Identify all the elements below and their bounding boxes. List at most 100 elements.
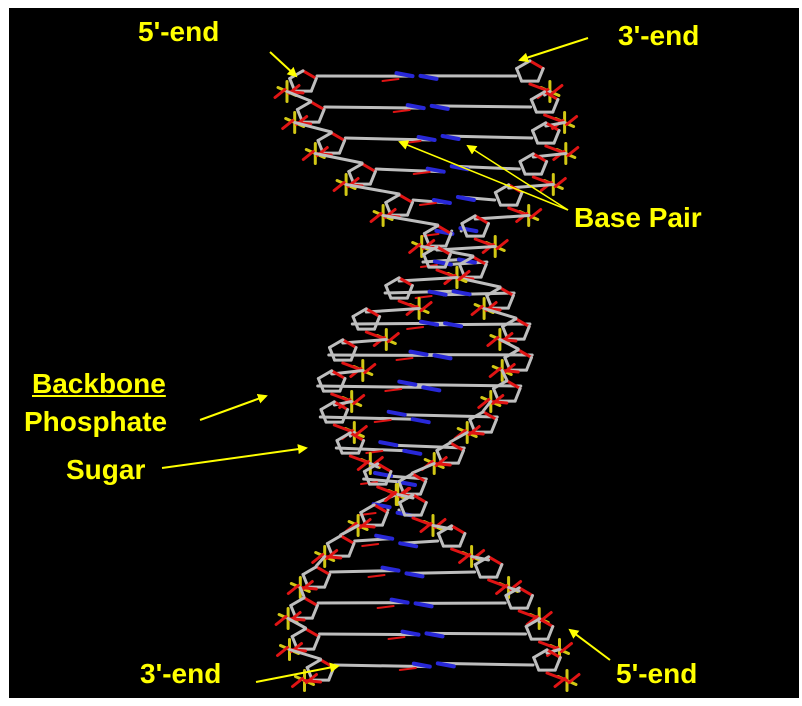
base-pair-nitrogen [451, 289, 472, 297]
backbone-sugar-strand-b [473, 214, 490, 225]
backbone-link-strand-a [323, 555, 343, 560]
backbone-sugar-strand-b [529, 90, 547, 101]
backbone-sugar-strand-a [310, 604, 319, 620]
backbone-sugar-strand-b [341, 408, 350, 424]
backbone-link-strand-b [435, 245, 497, 252]
backbone-sugar-strand-b [349, 346, 358, 362]
backbone-sugar-strand-b [384, 284, 393, 300]
backbone-sugar-strand-b [473, 555, 491, 566]
backbone-link-strand-a [482, 307, 518, 320]
backbone-link-strand-a [432, 462, 452, 467]
backbone-sugar-strand-b [518, 160, 527, 176]
backbone-link-strand-a [314, 555, 327, 568]
label-backbone: Backbone [32, 368, 166, 399]
backbone-sugar-strand-a [525, 356, 533, 372]
backbone-sugar-strand-b [357, 439, 366, 455]
backbone-sugar-strand-a [380, 511, 389, 527]
base-pair-nitrogen [424, 631, 445, 639]
backbone-link-strand-a [285, 90, 313, 103]
base-pair-nitrogen [389, 597, 410, 605]
backbone-sugar-strand-a [471, 255, 488, 266]
backbone-sugar-strand-b [504, 586, 521, 597]
base-pair-bond [362, 477, 403, 484]
backbone-sugar-strand-a [405, 201, 414, 217]
backbone-sugar-strand-a [325, 534, 343, 545]
label-sugar: Sugar [66, 454, 146, 485]
backbone-link-strand-b [473, 214, 531, 221]
base-pair-oxygen [373, 419, 392, 423]
backbone-sugar-strand-b [517, 586, 534, 597]
base-pair-bond [432, 104, 533, 109]
backbone-sugar-strand-b [524, 617, 541, 628]
base-pair-oxygen [381, 78, 400, 82]
backbone-sugar-strand-b [362, 470, 371, 486]
backbone-sugar-strand-a [397, 193, 414, 204]
backbone-link-strand-a [500, 369, 509, 382]
backbone-sugar-strand-a [444, 232, 453, 248]
backbone-sugar-strand-a [481, 410, 498, 421]
backbone-sugar-strand-b [436, 524, 454, 535]
backbone-sugar-strand-b [362, 462, 380, 473]
base-pair-nitrogen [380, 565, 401, 573]
base-pair-nitrogen [427, 289, 448, 297]
backbone-sugar-strand-a [304, 627, 321, 638]
backbone-sugar-strand-b [376, 462, 393, 473]
base-pair-nitrogen [431, 198, 452, 205]
backbone-link-strand-b [332, 423, 356, 434]
backbone-sugar-strand-a [301, 69, 318, 80]
backbone-phosphate-strand-b [565, 115, 579, 126]
base-pair-bond [383, 289, 458, 295]
backbone-sugar-strand-a [290, 627, 307, 638]
base-pair-bond [442, 291, 516, 297]
backbone-sugar-strand-b [543, 90, 560, 101]
base-pair-nitrogen [455, 195, 476, 202]
backbone-sugar-strand-b [332, 400, 350, 411]
backbone-sugar-strand-b [504, 594, 513, 610]
backbone-sugar-strand-b [515, 59, 532, 70]
backbone-phosphate-strand-a [477, 398, 491, 409]
backbone-sugar-strand-a [479, 263, 488, 279]
backbone-sugar-strand-b [398, 493, 415, 504]
base-pair-bond [411, 383, 523, 388]
base-pair-nitrogen [378, 440, 399, 448]
arrow-top-left-5-end [269, 51, 298, 78]
backbone-link-strand-a [498, 338, 520, 351]
backbone-phosphate-strand-b [354, 425, 368, 436]
backbone-sugar-strand-a [410, 472, 428, 483]
base-pair-nitrogen [402, 448, 423, 456]
backbone-sugar-strand-a [456, 449, 465, 465]
backbone-sugar-strand-a [384, 193, 401, 204]
base-pair-nitrogen [413, 601, 434, 609]
backbone-sugar-strand-b [531, 121, 548, 132]
helix-structure [273, 59, 581, 692]
backbone-link-strand-a [293, 121, 333, 134]
base-pair-bond [407, 570, 477, 575]
backbone-phosphate-strand-a [281, 119, 295, 130]
backbone-link-strand-a [381, 214, 440, 227]
backbone-link-strand-a [303, 679, 322, 684]
backbone-link-strand-a [356, 524, 376, 529]
backbone-phosphate-strand-a [332, 181, 346, 192]
backbone-phosphate-strand-b [566, 146, 580, 157]
backbone-phosphate-strand-a [488, 367, 502, 378]
backbone-sugar-strand-b [316, 377, 325, 393]
backbone-sugar-strand-a [347, 162, 364, 173]
base-pair-oxygen [406, 326, 425, 330]
backbone-link-strand-a [500, 369, 520, 374]
backbone-phosphate-strand-b [567, 673, 581, 684]
backbone-sugar-strand-a [372, 503, 389, 514]
backbone-sugar-strand-b [531, 152, 549, 163]
backbone-sugar-strand-a [368, 170, 377, 186]
backbone-phosphate-strand-a [291, 677, 304, 688]
backbone-sugar-strand-a [501, 317, 518, 328]
backbone-sugar-strand-a [339, 534, 356, 545]
base-pair-nitrogen [440, 134, 461, 141]
backbone-sugar-strand-a [419, 480, 428, 496]
base-pair-oxygen [361, 543, 380, 547]
backbone-sugar-strand-b [422, 245, 439, 256]
backbone-sugar-strand-b [531, 129, 540, 145]
backbone-sugar-strand-b [525, 594, 534, 610]
backbone-sugar-strand-b [551, 98, 560, 114]
backbone-sugar-strand-b [495, 563, 504, 579]
backbone-sugar-strand-a [317, 108, 326, 124]
